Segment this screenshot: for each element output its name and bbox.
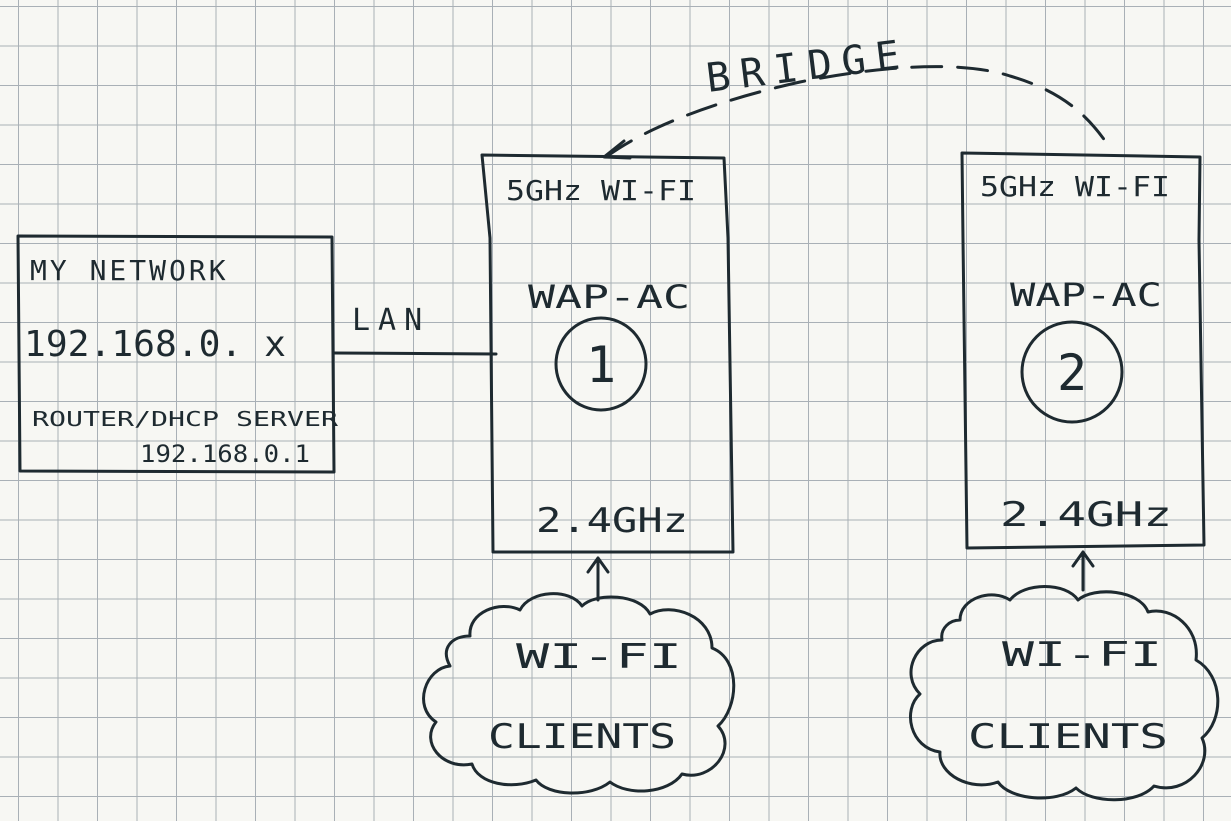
access-point-1-number: 1	[586, 336, 616, 394]
client-cloud-2: WI-FI CLIENTS	[909, 550, 1220, 802]
access-point-1-number-circle	[554, 316, 648, 412]
client-cloud-1: WI-FI CLIENTS	[422, 556, 736, 795]
client-cloud-1-arrow-icon	[586, 556, 610, 602]
access-point-2-number: 2	[1057, 344, 1087, 402]
lan-link: LAN	[332, 303, 498, 356]
access-point-2-number-circle	[1020, 320, 1124, 424]
network-box-outline	[16, 234, 336, 474]
bridge-arrow-head-icon	[602, 139, 632, 160]
access-point-2-band-bottom: 2.4GHz	[1000, 495, 1172, 535]
access-point-2-model: WAP-AC	[1010, 276, 1162, 314]
access-point-1-outline	[480, 153, 735, 554]
network-title: MY NETWORK	[30, 254, 229, 287]
bridge-link: BRIDGE	[602, 31, 1112, 160]
network-subnet: 192.168.0. x	[24, 324, 286, 365]
network-box: MY NETWORK 192.168.0. x ROUTER/DHCP SERV…	[16, 234, 339, 474]
bridge-label: BRIDGE	[704, 31, 913, 102]
client-cloud-2-line1: WI-FI	[1002, 635, 1162, 675]
access-point-2: 5GHz WI-FI WAP-AC 2 2.4GHz	[960, 151, 1206, 550]
router-ip: 192.168.0.1	[140, 440, 310, 468]
lan-label: LAN	[352, 303, 430, 338]
client-cloud-2-outline	[909, 585, 1220, 802]
client-cloud-2-line2: CLIENTS	[968, 717, 1168, 757]
access-point-1-model: WAP-AC	[528, 278, 690, 316]
access-point-1: 5GHz WI-FI WAP-AC 1 2.4GHz	[480, 153, 735, 554]
access-point-2-band-top: 5GHz WI-FI	[980, 170, 1170, 203]
access-point-1-band-bottom: 2.4GHz	[536, 501, 688, 541]
lan-cable-line	[332, 351, 498, 356]
client-cloud-1-outline	[422, 592, 736, 795]
client-cloud-1-line1: WI-FI	[516, 637, 682, 677]
client-cloud-2-arrow-icon	[1071, 550, 1095, 592]
access-point-1-band-top: 5GHz WI-FI	[506, 174, 696, 207]
client-cloud-1-line2: CLIENTS	[488, 717, 676, 757]
access-point-2-outline	[960, 151, 1206, 550]
router-label: ROUTER/DHCP SERVER	[32, 407, 339, 431]
bridge-dashed-arc	[604, 65, 1112, 159]
